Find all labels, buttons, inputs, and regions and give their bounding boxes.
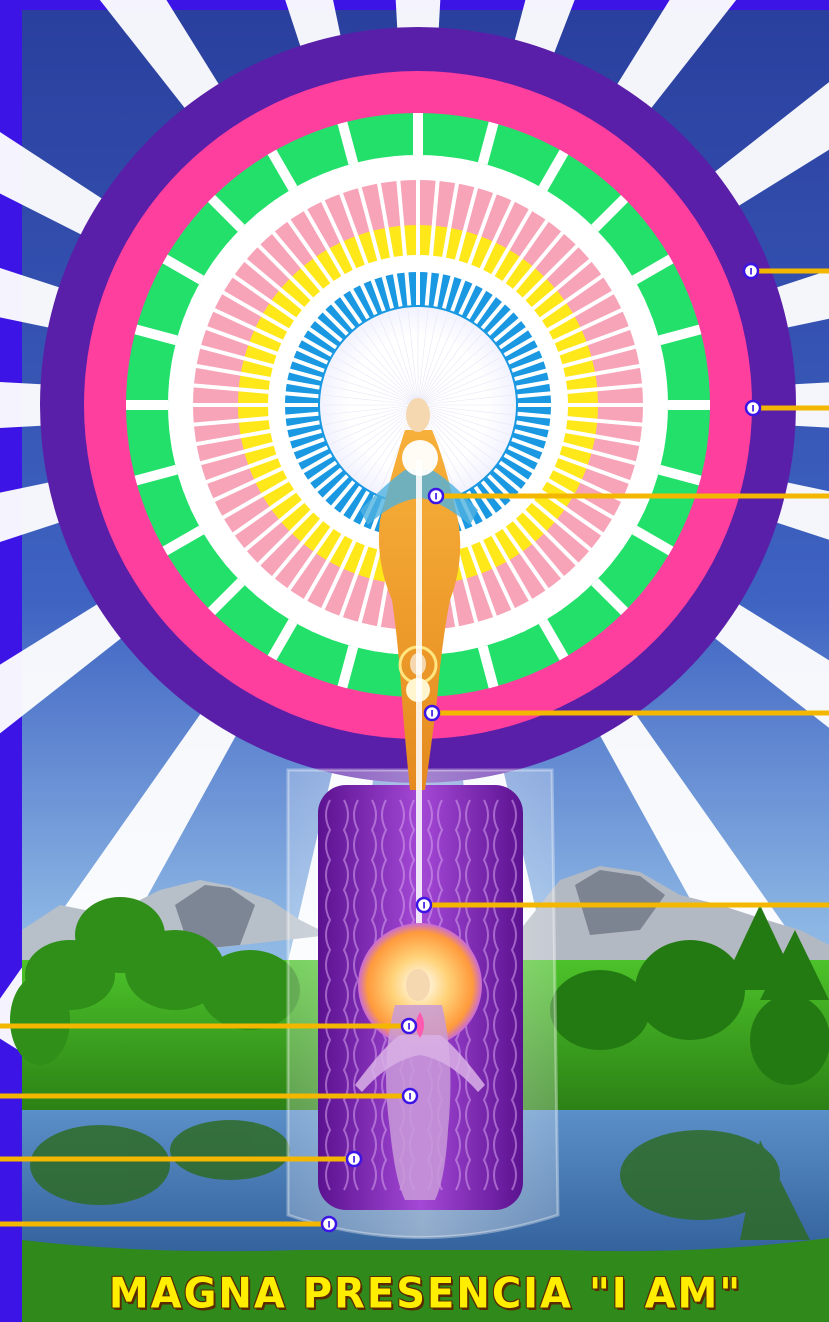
crystal-cord: [416, 460, 422, 960]
callout-marker-glyph-right-4: I: [430, 710, 433, 720]
edge-letter: R: [0, 1229, 8, 1242]
callout-marker-glyph-left-1: I: [407, 1023, 410, 1033]
callout-marker-glyph-left-3: I: [352, 1156, 355, 1166]
callout-marker-glyph-right-3: I: [434, 493, 437, 503]
callout-marker-glyph-left-2: I: [408, 1093, 411, 1103]
callout-marker-glyph-right-2: I: [751, 405, 754, 415]
callout-marker-glyph-right-5: I: [422, 902, 425, 912]
lower-self-head: [406, 969, 430, 1001]
presence-head: [406, 398, 430, 432]
callout-marker-glyph-left-4: I: [327, 1221, 330, 1231]
callout-marker-glyph-right-1: I: [749, 268, 752, 278]
poster-title: MAGNA PRESENCIA "I AM": [22, 1269, 829, 1319]
